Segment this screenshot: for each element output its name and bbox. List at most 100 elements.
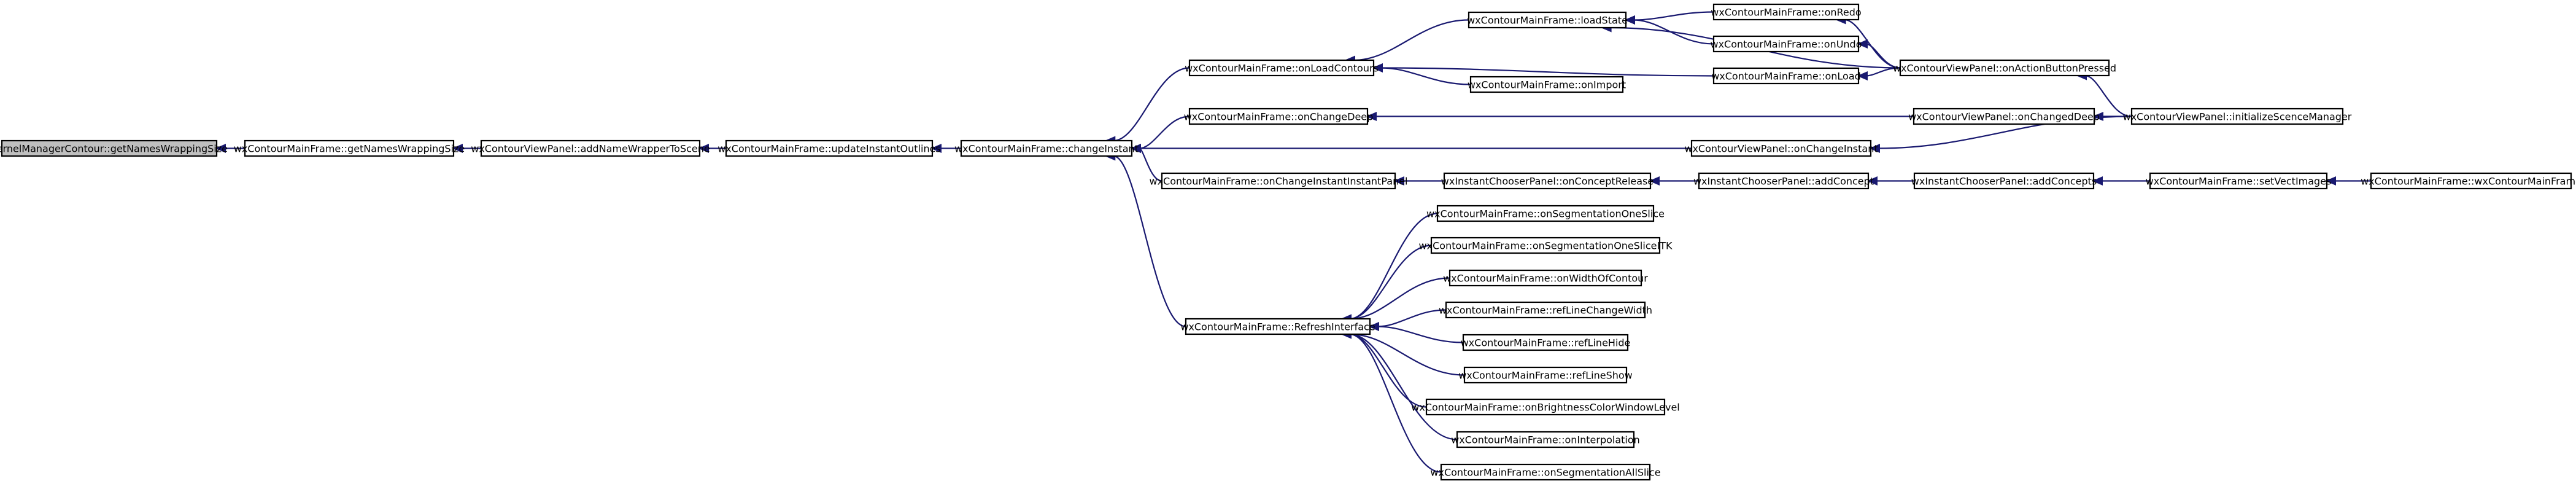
node-n12[interactable]: wxContourMainFrame::onUndo (1711, 35, 1862, 53)
node-n8[interactable]: wxContourMainFrame::RefreshInterface (1180, 318, 1375, 335)
edge-n23-n8 (1340, 213, 1438, 324)
node-n7[interactable]: wxContourMainFrame::onChangeInstantInsta… (1150, 172, 1408, 190)
edge-line (2084, 74, 2132, 117)
node-n27[interactable]: wxContourMainFrame::refLineHide (1461, 334, 1631, 351)
edge-line (1349, 333, 1442, 473)
node-n30[interactable]: wxContourMainFrame::onInterpolation (1451, 431, 1640, 448)
arrow-head-icon (930, 143, 942, 154)
node-n2[interactable]: wxContourViewPanel::addNameWrapperToScen… (471, 139, 710, 157)
edge-line (1113, 67, 1190, 142)
edge-n30-n8 (1340, 329, 1458, 440)
node-n24[interactable]: wxContourMainFrame::onSegmentationOneSli… (1419, 237, 1673, 254)
arrow-head-icon (2325, 176, 2336, 186)
node-box (1188, 108, 1369, 125)
node-label: wxContourViewPanel::addNameWrapperToScen… (471, 143, 710, 155)
node-n28[interactable]: wxContourMainFrame::refLineShow (1458, 366, 1633, 384)
node-box (1436, 205, 1655, 222)
node-n5[interactable]: wxContourMainFrame::onLoadContours (1185, 59, 1379, 77)
edge-line (1349, 213, 1438, 320)
edge-n24-n8 (1340, 244, 1432, 324)
node-label: wxContourMainFrame::onRedo (1711, 7, 1861, 18)
node-n31[interactable]: wxContourMainFrame::onSegmentationAllSli… (1430, 463, 1661, 481)
arrow-head-icon (1857, 39, 1868, 49)
edge-n21-n20 (2092, 176, 2150, 186)
node-n16[interactable]: wxContourViewPanel::initializeScenceMana… (2123, 108, 2352, 125)
arrow-head-icon (1366, 111, 1377, 122)
arrow-head-icon (215, 143, 226, 154)
node-box (1188, 59, 1375, 77)
node-n9[interactable]: wxContourMainFrame::loadState (1467, 11, 1628, 29)
node-label: wxContourViewPanel::onChangedDeep (1908, 111, 2100, 123)
node-n14[interactable]: wxContourViewPanel::onActionButtonPresse… (1893, 59, 2116, 77)
node-label: wxContourMainFrame::onSegmentationOneSli… (1426, 208, 1665, 220)
edge-n11-n9 (1624, 11, 1714, 25)
arrow-head-icon (1624, 15, 1635, 25)
edge-n14-n12 (1857, 39, 1901, 69)
node-box (1463, 366, 1628, 384)
edge-line (1349, 333, 1458, 440)
node-box (1712, 67, 1860, 85)
edge-line (1380, 67, 1471, 85)
node-n0: KernelManagerContour::getNamesWrappingSi… (0, 139, 228, 157)
node-box (1468, 11, 1627, 29)
node-box (2370, 172, 2572, 190)
edge-n12-n9 (1624, 15, 1714, 45)
arrow-head-icon (1130, 143, 1141, 154)
edge-line (1865, 67, 1901, 77)
node-n17[interactable]: wxContourViewPanel::onChangeInstant (1684, 139, 1878, 157)
edge-line (1865, 43, 1901, 69)
node-n18[interactable]: wxInstantChooserPanel::onConceptRelease (1441, 172, 1654, 190)
node-label: KernelManagerContour::getNamesWrappingSi… (0, 143, 228, 155)
node-label: wxContourMainFrame::changeInstant (954, 143, 1139, 155)
node-n25[interactable]: wxContourMainFrame::onWidthOfContour (1443, 269, 1648, 287)
node-box (2130, 108, 2344, 125)
node-box (1430, 237, 1661, 254)
node-n19[interactable]: wxInstantChooserPanel::addConcept (1693, 172, 1874, 190)
node-label: wxContourMainFrame::onLoadContours (1185, 63, 1379, 74)
node-label: wxInstantChooserPanel::onConceptRelease (1441, 176, 1654, 187)
node-box (1, 139, 218, 157)
edge-line (1349, 333, 1465, 376)
node-label: wxContourMainFrame::onWidthOfContour (1443, 273, 1648, 284)
node-n1[interactable]: wxContourMainFrame::getNamesWrappingSize (234, 139, 465, 157)
node-n26[interactable]: wxContourMainFrame::refLineChangeWidth (1439, 301, 1652, 319)
node-box (1462, 334, 1629, 351)
node-n21[interactable]: wxContourMainFrame::setVectImages (2146, 172, 2332, 190)
edge-n3-n2 (698, 143, 727, 154)
node-n15[interactable]: wxContourViewPanel::onChangedDeep (1908, 108, 2100, 125)
arrow-head-icon (2092, 111, 2103, 122)
node-label: wxContourMainFrame::onChangeInstantInsta… (1150, 176, 1408, 187)
node-n20[interactable]: wxInstantChooserPanel::addConcepts (1911, 172, 2097, 190)
node-box (1690, 139, 1872, 157)
node-label: wxContourMainFrame::loadState (1467, 15, 1628, 26)
node-n10[interactable]: wxContourMainFrame::onImport (1468, 76, 1626, 93)
edge-n19-n18 (1649, 176, 1699, 186)
node-box (1161, 172, 1396, 190)
node-n23[interactable]: wxContourMainFrame::onSegmentationOneSli… (1426, 205, 1665, 222)
node-n11[interactable]: wxContourMainFrame::onRedo (1711, 3, 1862, 21)
edge-n29-n8 (1340, 329, 1427, 408)
node-n22[interactable]: wxContourMainFrame::wxContourMainFrame (2361, 172, 2576, 190)
node-box (1185, 318, 1371, 335)
edges-layer (215, 11, 2371, 473)
node-box (1913, 108, 2095, 125)
node-box (1440, 463, 1651, 481)
node-box (1456, 431, 1635, 448)
node-n29[interactable]: wxContourMainFrame::onBrightnessColorWin… (1411, 398, 1680, 416)
node-n13[interactable]: wxContourMainFrame::onLoad (1711, 67, 1861, 85)
node-n3[interactable]: wxContourMainFrame::updateInstantOutline… (717, 139, 941, 157)
edge-n9-n5 (1344, 19, 1469, 65)
node-box (1913, 172, 2095, 190)
edge-n18-n7 (1393, 176, 1444, 186)
node-label: wxContourMainFrame::refLineShow (1458, 370, 1632, 381)
edge-n13-n5 (1372, 63, 1714, 77)
node-box (1443, 172, 1652, 190)
node-box (1425, 398, 1666, 416)
node-n4[interactable]: wxContourMainFrame::changeInstant (954, 139, 1139, 157)
edge-line (1353, 19, 1469, 61)
node-label: wxContourMainFrame::onImport (1468, 79, 1626, 91)
node-box (1449, 269, 1642, 287)
edge-n27-n8 (1368, 321, 1464, 343)
edge-n20-n19 (1866, 176, 1914, 186)
node-n6[interactable]: wxContourMainFrame::onChangeDeep (1184, 108, 1374, 125)
